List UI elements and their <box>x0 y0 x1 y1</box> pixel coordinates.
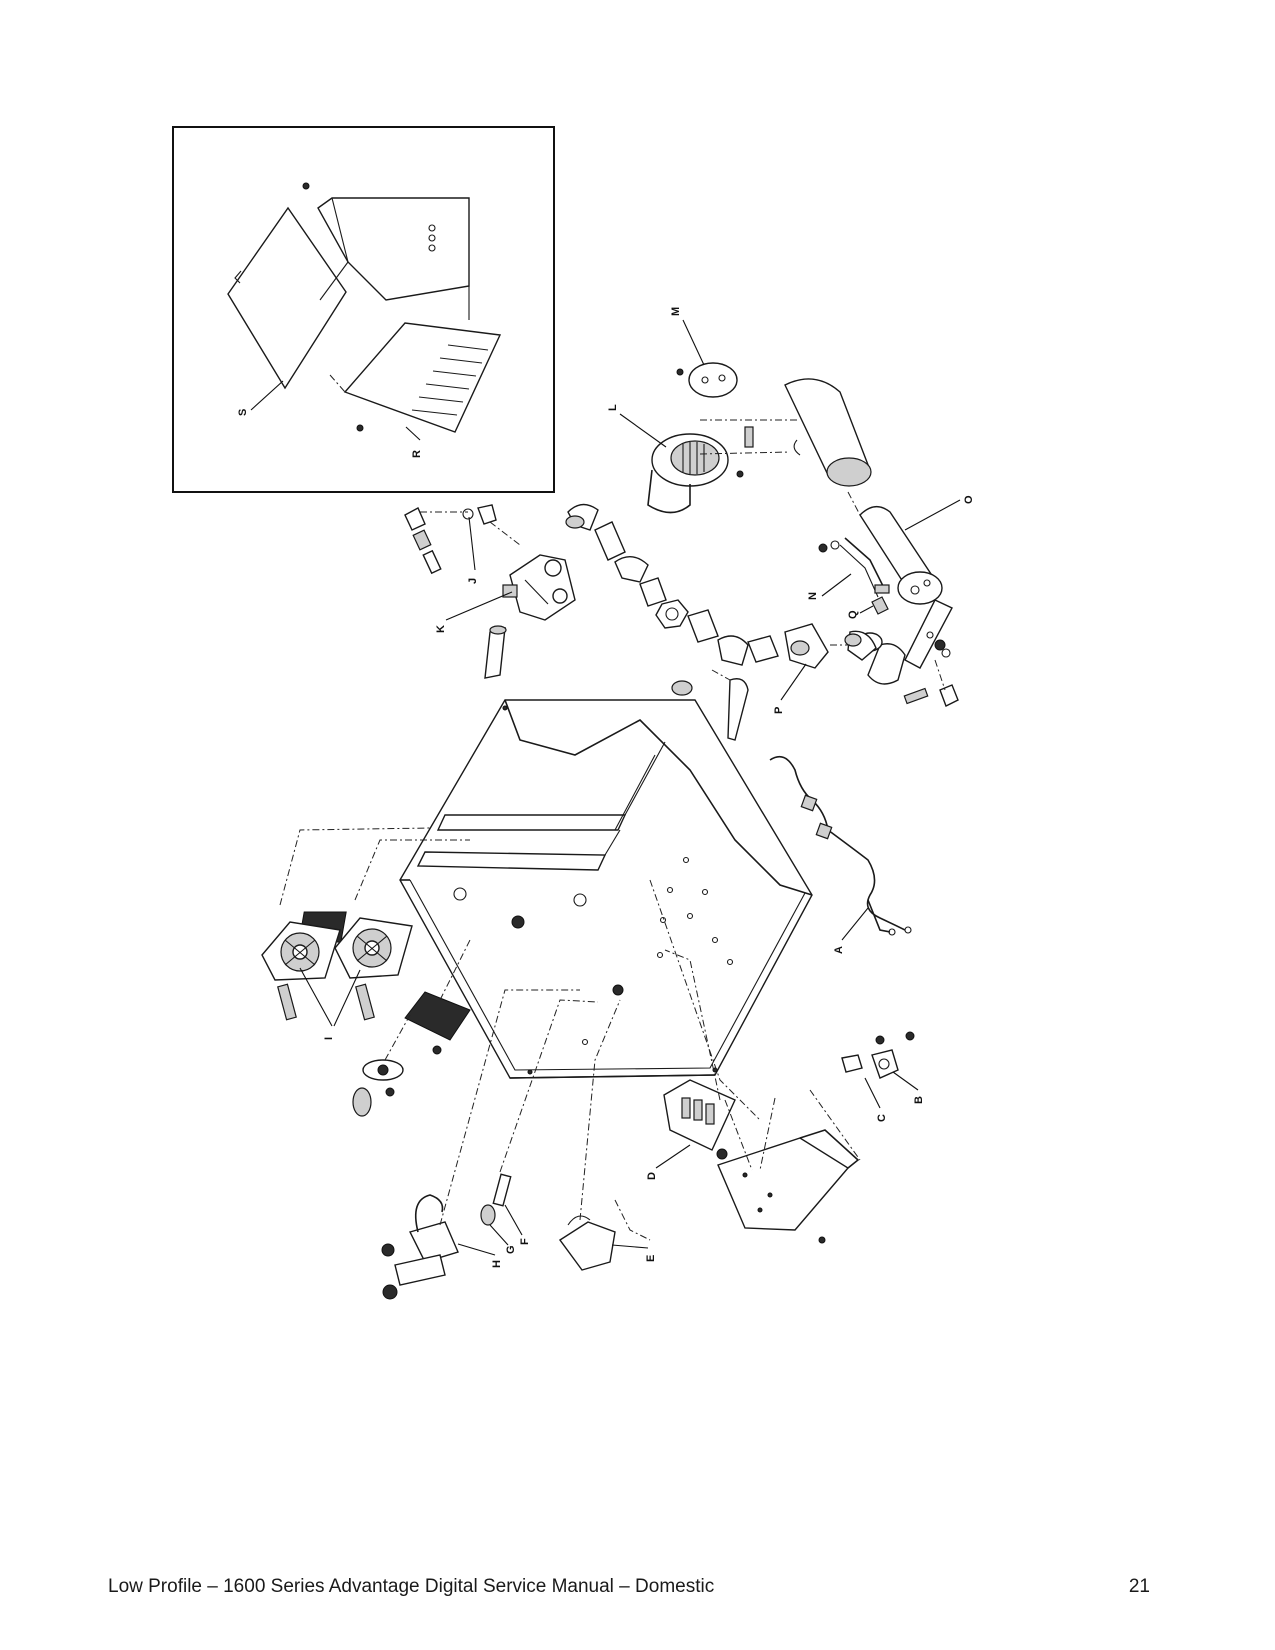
transformer-e <box>558 1221 616 1271</box>
page-footer: Low Profile – 1600 Series Advantage Digi… <box>108 1576 1150 1600</box>
callout-g: G <box>505 1245 517 1254</box>
fan-assembly-i: I <box>261 827 471 1117</box>
control-assembly: D B C <box>646 1031 925 1244</box>
wiring-harness-a: A <box>769 755 912 954</box>
callout-j: J <box>467 578 479 584</box>
callout-o: O <box>963 495 975 504</box>
callout-e: E <box>645 1255 657 1262</box>
callout-l: L <box>607 404 619 411</box>
gas-valve-k <box>509 554 576 621</box>
capacitor-h <box>408 1221 459 1263</box>
callout-n: N <box>807 592 819 600</box>
callout-d: D <box>646 1172 658 1180</box>
front-panel-r <box>343 322 502 433</box>
callout-s: S <box>237 409 249 416</box>
callout-i: I <box>323 1037 335 1040</box>
callout-c: C <box>876 1114 888 1122</box>
gas-train: J K P <box>404 503 877 714</box>
manifold-pipe <box>904 599 953 669</box>
callout-h: H <box>491 1260 503 1268</box>
lower-components: E F G H <box>381 879 761 1300</box>
gasket-m <box>688 362 738 398</box>
igniter-f <box>492 1173 512 1207</box>
exploded-parts-diagram: S R L M O <box>172 126 975 1300</box>
fitting-q <box>871 596 889 615</box>
cabinet-cover-inset: S R <box>172 126 555 493</box>
callout-f: F <box>519 1238 531 1245</box>
callout-p: P <box>773 707 785 714</box>
limit-switch-b <box>871 1049 899 1079</box>
footer-title: Low Profile – 1600 Series Advantage Digi… <box>108 1576 715 1597</box>
callout-m: M <box>670 307 682 316</box>
callout-q: Q <box>847 610 859 619</box>
main-chassis <box>298 669 813 1079</box>
inset-frame <box>172 126 555 493</box>
mounting-bracket <box>717 1137 850 1231</box>
callout-b: B <box>913 1096 925 1104</box>
callout-k: K <box>435 625 447 633</box>
top-panel-s <box>227 206 347 390</box>
page-number: 21 <box>1128 1576 1150 1597</box>
switch-c <box>841 1054 863 1073</box>
callout-a: A <box>833 946 845 954</box>
circuit-cover <box>404 991 471 1041</box>
callout-r: R <box>411 450 423 458</box>
